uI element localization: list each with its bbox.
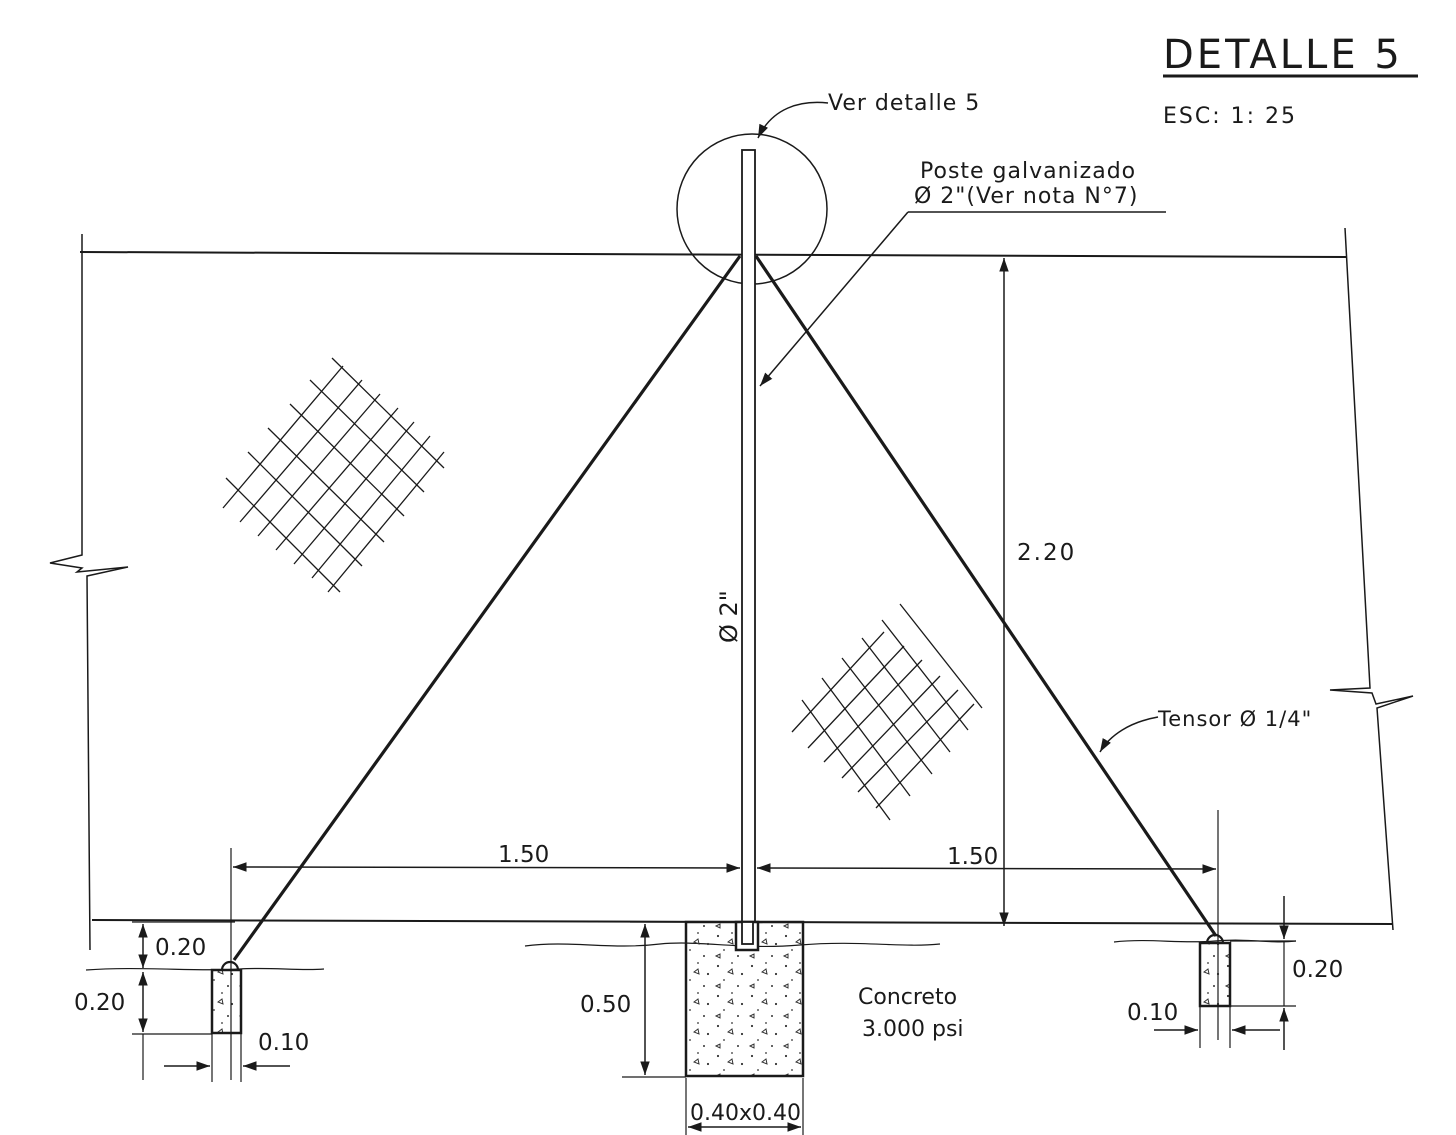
concrete-label-line2: 3.000 psi <box>862 1017 964 1042</box>
footing-size-label: 0.40x0.40 <box>690 1101 801 1126</box>
concrete-label-line1: Concreto <box>858 985 957 1010</box>
post-callout-line2: Ø 2"(Ver nota N°7) <box>914 184 1138 209</box>
mesh-hatch-left <box>222 357 445 593</box>
left-span-label: 1.50 <box>498 842 549 868</box>
mesh-hatch-right <box>791 603 983 821</box>
detail-ref-label: Ver detalle 5 <box>828 91 980 116</box>
tensor-right <box>754 255 1218 937</box>
right-anchor-block <box>1198 941 1232 1008</box>
soil-line-left <box>85 967 325 971</box>
scale-label: ESC: 1: 25 <box>1163 104 1297 129</box>
tensor-callout-leader <box>1099 716 1159 753</box>
footing-depth-label: 0.50 <box>580 992 631 1018</box>
left-anchor-width-label: 0.10 <box>258 1030 309 1056</box>
post-callout-leader <box>759 211 909 387</box>
height-dimension-label: 2.20 <box>1017 540 1076 566</box>
title-heading: DETALLE 5 <box>1163 32 1403 78</box>
fence-top-line <box>79 251 1347 258</box>
left-span-dimension-line <box>232 862 741 873</box>
right-anchor-depth-label: 0.20 <box>1292 957 1343 983</box>
tensor-callout-label: Tensor Ø 1/4" <box>1157 707 1312 731</box>
right-span-label: 1.50 <box>947 844 998 870</box>
right-anchor-eye <box>1205 933 1225 944</box>
post-callout-line1: Poste galvanizado <box>920 159 1136 184</box>
galvanized-post <box>741 149 756 949</box>
left-anchor-depth-label: 0.20 <box>74 990 125 1016</box>
right-anchor-width-label: 0.10 <box>1127 1000 1178 1026</box>
tensor-left <box>232 255 742 961</box>
soil-line-right <box>1113 939 1297 943</box>
fence-right-edge-break <box>1329 227 1414 931</box>
post-diameter-label: Ø 2" <box>715 590 743 643</box>
right-span-dimension-line <box>756 863 1217 874</box>
post-base-inner <box>741 921 754 945</box>
detail-ref-leader <box>757 101 829 139</box>
left-anchor-top-label: 0.20 <box>155 935 206 961</box>
left-anchor-block <box>210 968 243 1035</box>
left-anchor-eye <box>220 960 240 971</box>
fence-left-edge-break <box>49 234 129 951</box>
